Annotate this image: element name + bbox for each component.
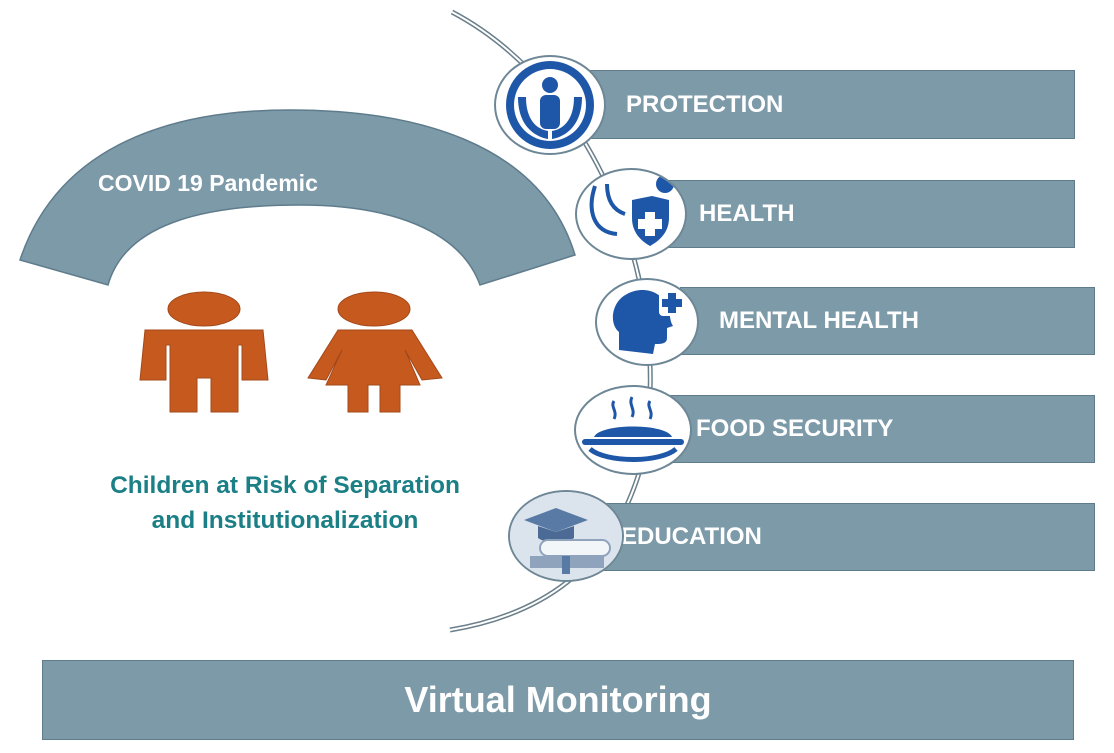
hot-plate-icon bbox=[574, 385, 692, 475]
boy-figure bbox=[139, 291, 269, 413]
area-label-mental-health: MENTAL HEALTH bbox=[719, 307, 919, 334]
virtual-monitoring-bar: Virtual Monitoring bbox=[42, 660, 1074, 740]
children-label-line-2: and Institutionalization bbox=[151, 507, 419, 534]
area-label-food-security: FOOD SECURITY bbox=[696, 415, 894, 442]
area-label-protection: PROTECTION bbox=[626, 90, 784, 118]
girl-figure bbox=[307, 291, 443, 413]
virtual-monitoring-label: Virtual Monitoring bbox=[404, 679, 712, 720]
area-bar-mental-health: MENTAL HEALTH bbox=[680, 287, 1095, 355]
area-label-health: HEALTH bbox=[699, 200, 795, 227]
area-bar-food-security: FOOD SECURITY bbox=[660, 395, 1095, 463]
covid-arc-shape bbox=[19, 109, 576, 286]
head-cross-icon bbox=[595, 278, 699, 366]
area-bar-health: HEALTH bbox=[660, 180, 1075, 248]
children-at-risk-label: Children at Risk of Separation and Insti… bbox=[50, 468, 520, 538]
area-bar-education: EDUCATION bbox=[585, 503, 1095, 571]
stethoscope-shield-icon bbox=[575, 168, 687, 260]
protection-hands-icon bbox=[494, 55, 606, 155]
graduation-books-icon bbox=[508, 490, 624, 582]
area-bar-protection: PROTECTION bbox=[585, 70, 1075, 139]
children-label-line-1: Children at Risk of Separation bbox=[110, 472, 460, 499]
area-label-education: EDUCATION bbox=[621, 523, 762, 550]
covid-pandemic-label: COVID 19 Pandemic bbox=[98, 170, 318, 196]
